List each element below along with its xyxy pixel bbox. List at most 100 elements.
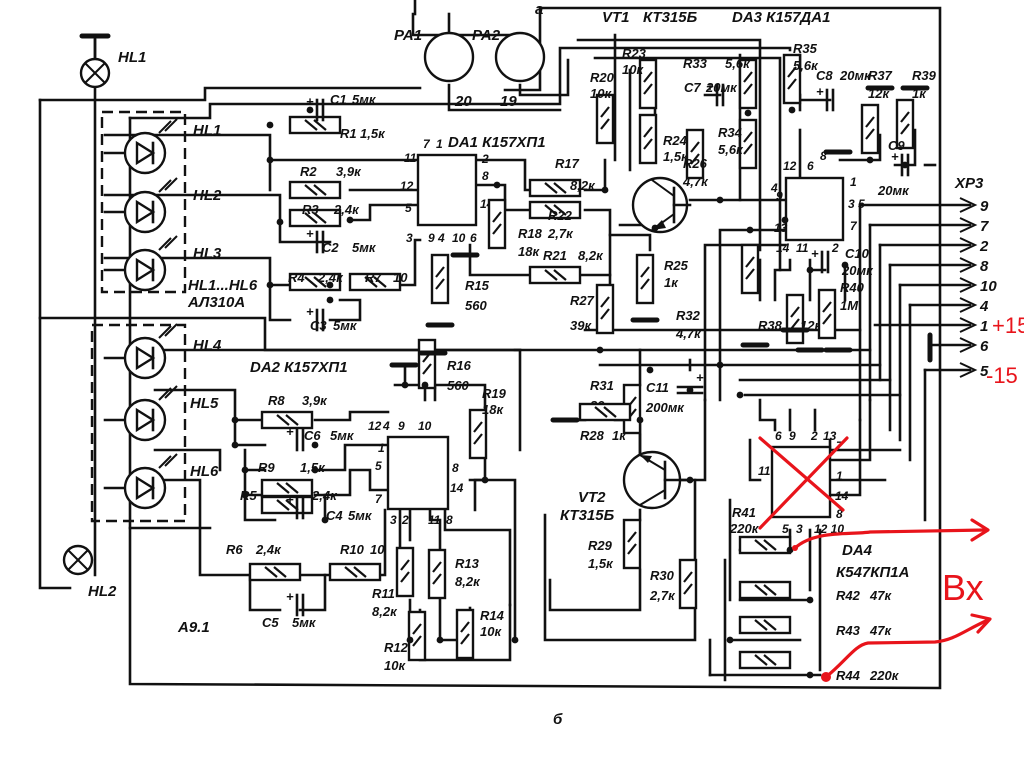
- svg-text:1: 1: [378, 441, 385, 455]
- resistor-ref: R40: [840, 280, 865, 295]
- connector-pin-number: 2: [979, 238, 989, 255]
- svg-text:+: +: [306, 94, 314, 109]
- board-frame: [128, 0, 942, 690]
- resistor-ref: R39: [912, 68, 937, 83]
- figure-caption: б: [553, 711, 563, 728]
- svg-text:3: 3: [406, 231, 413, 245]
- svg-text:14: 14: [776, 241, 790, 255]
- lamp-hl2-label: HL2: [88, 583, 117, 600]
- junction-dot: [436, 636, 444, 644]
- connector-pin: 1: [959, 317, 988, 335]
- connector-pin-number: 9: [980, 198, 989, 215]
- connector-pin-number: 7: [980, 218, 989, 235]
- junction-dot: [726, 636, 734, 644]
- led-label: HL4: [193, 337, 222, 354]
- resistor-value: 560: [447, 378, 469, 393]
- resistor-value: 2,4к: [255, 542, 282, 557]
- svg-text:1: 1: [436, 137, 443, 151]
- led-group-bottom: [90, 323, 187, 523]
- junction-dot: [651, 224, 659, 232]
- junction-dot: [866, 156, 874, 164]
- junction-dot: [781, 216, 789, 224]
- connector-pin: 2: [959, 237, 989, 255]
- led-label: HL2: [193, 187, 222, 204]
- resistor-ref: R34: [718, 125, 743, 140]
- ic-da4-part: К547КП1А: [836, 564, 909, 581]
- connector-pin: 9: [959, 197, 989, 215]
- svg-text:5: 5: [405, 201, 412, 215]
- led-label: HL5: [190, 395, 219, 412]
- minus15-annotation: -15: [986, 363, 1018, 388]
- resistor-value: 2,7к: [649, 588, 676, 603]
- junction-dot: [306, 106, 314, 114]
- resistor-value: 3,9к: [302, 393, 328, 408]
- resistor-value: 10: [370, 542, 385, 557]
- resistor-value: 18к: [482, 402, 504, 417]
- svg-text:9: 9: [789, 429, 796, 443]
- transistor-vt2-label: VT2: [578, 489, 606, 506]
- connector-pin: 4: [959, 297, 989, 315]
- resistor-value: 5,6к: [718, 142, 744, 157]
- junction-dot: [326, 281, 334, 289]
- connector-pin-number: 10: [980, 278, 997, 295]
- resistor-ref: R32: [676, 308, 701, 323]
- junction-dot: [901, 161, 909, 169]
- resistor-ref: R15: [465, 278, 490, 293]
- meter-pa2-pin: 19: [500, 93, 517, 110]
- resistor-value: 220к: [729, 521, 760, 536]
- transistor-vt2: VT2 КТ315Б: [560, 450, 692, 524]
- resistor-ref: R7: [365, 270, 382, 285]
- junction-dot: [806, 671, 814, 679]
- junction-dot: [716, 361, 724, 369]
- input-annotation: Вх: [942, 567, 984, 608]
- junction-dot: [686, 386, 694, 394]
- resistor-ref: R28: [580, 428, 605, 443]
- resistor-r6: R6 2,4к: [226, 542, 302, 582]
- lamp-hl1: HL1: [79, 33, 146, 89]
- capacitor-value: 5мк: [292, 615, 317, 630]
- resistor-ref: R11: [372, 586, 395, 601]
- ic-da3-label: DA3 К157ДА1: [732, 9, 830, 26]
- meter-pa1-pin: 20: [454, 93, 472, 110]
- resistor-ref: R44: [836, 668, 861, 683]
- capacitor-c10: + C10 20мк: [811, 246, 874, 278]
- resistor-ref: R26: [683, 156, 708, 171]
- led-hl5: HL5: [103, 385, 219, 442]
- resistor-value: 3,9к: [336, 164, 362, 179]
- svg-text:2: 2: [831, 241, 839, 255]
- svg-text:8: 8: [446, 513, 453, 527]
- svg-text:+: +: [811, 246, 819, 261]
- resistor-r34: R34 5,6к: [718, 118, 758, 170]
- resistor-value: 1,5к: [588, 556, 614, 571]
- resistor-ref: R13: [455, 556, 480, 571]
- junction-dot: [421, 381, 429, 389]
- capacitor-ref: C10: [845, 246, 870, 261]
- svg-text:+: +: [816, 84, 824, 99]
- resistor-ref: R6: [226, 542, 243, 557]
- capacitor-value: 20мк: [841, 263, 874, 278]
- svg-text:+: +: [891, 149, 899, 164]
- svg-text:1: 1: [836, 469, 843, 483]
- resistor-value: 1к: [664, 275, 679, 290]
- resistor-value: 10к: [480, 624, 502, 639]
- svg-text:6: 6: [470, 231, 477, 245]
- junction-dot: [841, 261, 849, 269]
- junction-dot: [321, 516, 329, 524]
- resistor-ref: R17: [555, 156, 580, 171]
- junction-dot: [716, 196, 724, 204]
- resistor-ref: R18: [518, 226, 543, 241]
